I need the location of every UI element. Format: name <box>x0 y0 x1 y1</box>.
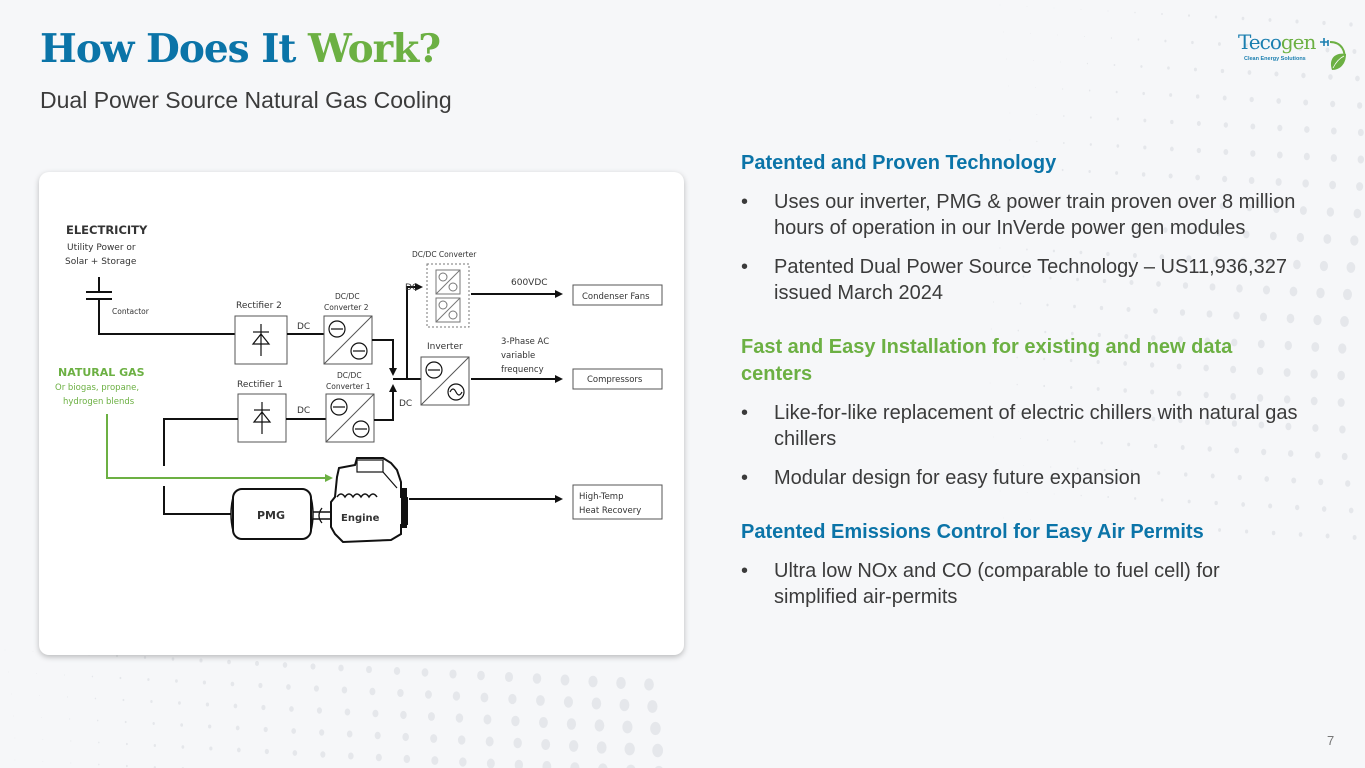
heat-recovery-box <box>572 484 663 520</box>
contactor-symbol <box>86 277 235 335</box>
system-diagram-card: ELECTRICITY Utility Power or Solar + Sto… <box>39 172 684 655</box>
feature-list: Patented and Proven Technology • Uses our… <box>741 150 1301 638</box>
heat-recovery-line1: High-Temp <box>579 492 623 502</box>
condenser-fans-label: Condenser Fans <box>582 292 650 302</box>
bullet-glyph: • <box>741 256 749 278</box>
section-heading: Patented and Proven Technology <box>741 152 1057 174</box>
bullet-item: • Patented Dual Power Source Technology –… <box>741 254 1301 306</box>
dc-label-bus: DC <box>399 399 412 409</box>
gas-flow-arrow <box>106 414 333 482</box>
electricity-label: ELECTRICITY <box>66 223 148 237</box>
section-emissions-control: Patented Emissions Control for Easy Air … <box>741 519 1301 610</box>
natural-gas-label: NATURAL GAS <box>58 366 145 379</box>
section-easy-installation: Fast and Easy Installation for existing … <box>741 334 1301 491</box>
tecogen-logo: Tecogen Clean Energy Solutions <box>1238 30 1346 72</box>
ac-label-line3: frequency <box>501 365 544 375</box>
logo-word-green: gen <box>1280 30 1317 54</box>
bullet-item: • Like-for-like replacement of electric c… <box>741 400 1301 452</box>
system-diagram: ELECTRICITY Utility Power or Solar + Sto… <box>55 223 663 544</box>
bullet-item: • Uses our inverter, PMG & power train pr… <box>741 189 1301 241</box>
dc-label-top: DC <box>405 283 418 293</box>
bullet-text: Like-for-like replacement of electric ch… <box>774 402 1298 450</box>
bullet-item: • Modular design for easy future expansio… <box>741 465 1301 491</box>
rectifier-1-box <box>237 393 287 443</box>
dcdc-2-label-line1: DC/DC <box>335 292 360 301</box>
bullet-glyph: • <box>741 402 749 424</box>
logo-tagline: Clean Energy Solutions <box>1244 56 1306 62</box>
page-subtitle: Dual Power Source Natural Gas Cooling <box>40 87 452 113</box>
page-title: How Does It Work? <box>40 26 441 72</box>
bullet-item: • Ultra low NOx and CO (comparable to fue… <box>741 558 1301 610</box>
inverter-box <box>420 356 470 406</box>
title-part-green: Work? <box>308 26 441 72</box>
heat-recovery-line2: Heat Recovery <box>579 506 641 516</box>
bullet-text: Uses our inverter, PMG & power train pro… <box>774 191 1296 239</box>
section-heading: Fast and Easy Installation for existing … <box>741 336 1233 385</box>
page-number: 7 <box>1327 733 1335 748</box>
dc-label-r1: DC <box>297 406 310 416</box>
plug-leaf-icon <box>1320 38 1346 70</box>
ac-label-line1: 3-Phase AC <box>501 337 549 347</box>
natural-gas-sub1: Or biogas, propane, <box>55 383 139 393</box>
dc-label-r2: DC <box>297 322 310 332</box>
engine-icon <box>330 457 408 544</box>
inverter-label: Inverter <box>427 342 463 352</box>
bullet-glyph: • <box>741 560 749 582</box>
bullet-glyph: • <box>741 467 749 489</box>
electricity-sub2: Solar + Storage <box>65 257 137 267</box>
dc-bus-junction <box>372 283 423 421</box>
bullet-text: Modular design for easy future expansion <box>774 467 1141 489</box>
dcdc-1-label-line2: Converter 1 <box>326 382 371 391</box>
dcdc-1-label-line1: DC/DC <box>337 371 362 380</box>
bullet-text: Patented Dual Power Source Technology – … <box>774 256 1287 304</box>
dcdc-converter-top-box <box>426 263 470 328</box>
rectifier-1-label: Rectifier 1 <box>237 380 283 390</box>
voltage-600vdc-label: 600VDC <box>511 278 548 288</box>
ac-label-line2: variable <box>501 351 535 361</box>
pmg-label: PMG <box>257 509 285 522</box>
dcdc-2-label-line2: Converter 2 <box>324 303 369 312</box>
engine-label: Engine <box>341 513 380 524</box>
bullet-text: Ultra low NOx and CO (comparable to fuel… <box>774 560 1220 608</box>
natural-gas-sub2: hydrogen blends <box>63 397 135 407</box>
rectifier-2-label: Rectifier 2 <box>236 301 282 311</box>
title-part-blue: How Does It <box>40 26 296 72</box>
pmg-generator <box>230 488 331 540</box>
compressors-box <box>572 368 663 390</box>
dcdc-converter-1-box <box>325 393 375 443</box>
contactor-label: Contactor <box>112 307 150 316</box>
rectifier-2-box <box>234 315 288 365</box>
electricity-sub1: Utility Power or <box>67 243 136 253</box>
compressors-label: Compressors <box>587 375 643 385</box>
section-heading: Patented Emissions Control for Easy Air … <box>741 521 1204 543</box>
logo-wordmark: Tecogen <box>1238 30 1317 54</box>
bullet-glyph: • <box>741 191 749 213</box>
dcdc-converter-2-box <box>323 315 373 365</box>
logo-word-blue: Teco <box>1238 30 1282 54</box>
section-patented-technology: Patented and Proven Technology • Uses our… <box>741 150 1301 306</box>
condenser-fans-box <box>572 284 663 306</box>
dcdc-top-label: DC/DC Converter <box>412 250 477 259</box>
